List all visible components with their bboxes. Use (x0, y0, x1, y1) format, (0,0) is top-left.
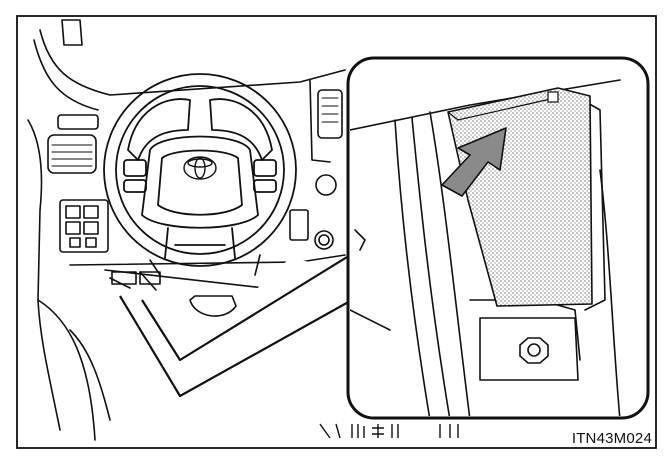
fuse-box-arrow-icon (441, 127, 507, 197)
bolt-icon (519, 337, 549, 364)
figure-code: ITN43M024 (571, 430, 652, 447)
floor-marks (319, 423, 459, 439)
toyota-logo-icon (183, 156, 217, 180)
callout-wedge (119, 253, 353, 398)
steering-wheel (103, 73, 297, 267)
figure-border (16, 15, 657, 449)
zoom-panel (346, 56, 650, 420)
